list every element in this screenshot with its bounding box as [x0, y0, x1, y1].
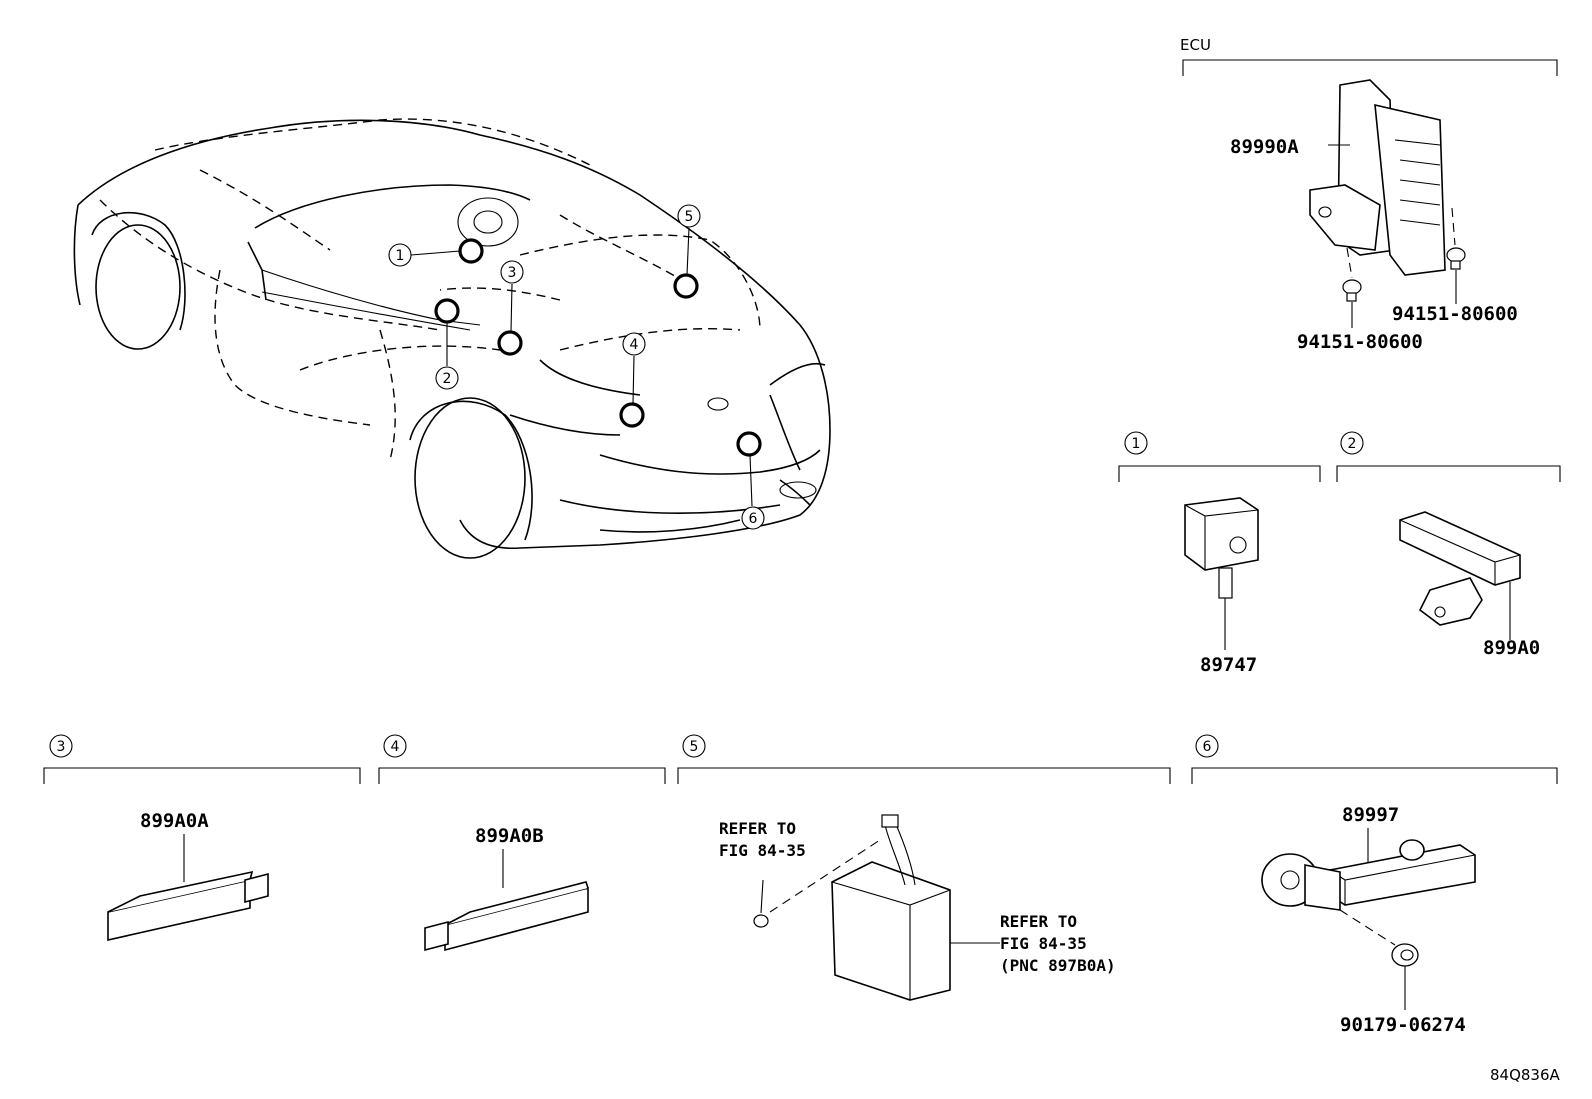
refer-note-2-line-1: REFER TO [1000, 912, 1077, 931]
section-2: 2 899A0 [1336, 431, 1561, 659]
refer-note-2-line-2: FIG 84-35 [1000, 934, 1087, 953]
car-illustration [73, 118, 831, 559]
sensor-89747-drawing [1184, 497, 1259, 599]
svg-text:2: 2 [1348, 436, 1357, 452]
svg-text:6: 6 [749, 511, 758, 527]
bolt-left-part-number: 94151-80600 [1297, 331, 1423, 353]
refer-note-1-line-1: REFER TO [719, 819, 796, 838]
ecu-label: ECU [1180, 36, 1211, 54]
car-callout-4: 4 [622, 332, 646, 356]
part-899A0: 899A0 [1483, 637, 1540, 659]
section-5: 5 REFER TO FIG 84-35 REFER TO FIG 84-35 … [677, 734, 1171, 1001]
bolt-right-icon [1446, 247, 1466, 270]
section-3: 3 899A0A [43, 734, 361, 942]
marker-1 [458, 238, 484, 264]
svg-text:3: 3 [57, 739, 66, 755]
section-4: 4 899A0B [378, 734, 666, 952]
antenna-899A0A-drawing [107, 870, 269, 942]
marker-3 [497, 330, 523, 356]
svg-text:3: 3 [508, 265, 517, 281]
car-callout-leaders [410, 227, 753, 507]
car-callout-6: 6 [741, 506, 765, 530]
refer-note-2-line-3: (PNC 897B0A) [1000, 956, 1116, 975]
part-89747: 89747 [1200, 654, 1257, 676]
ecu-part-number: 89990A [1230, 136, 1299, 158]
svg-text:2: 2 [443, 371, 452, 387]
module-box-drawing [831, 814, 951, 1001]
bolt-left-icon [1342, 279, 1362, 302]
part-90179-06274: 90179-06274 [1340, 1014, 1466, 1036]
car-callout-2: 2 [435, 366, 459, 390]
section-1: 1 89747 [1118, 431, 1321, 676]
antenna-899A0-drawing [1399, 511, 1521, 626]
screw-icon [753, 879, 769, 928]
car-callout-5: 5 [677, 204, 701, 228]
part-899A0B: 899A0B [475, 825, 544, 847]
part-899A0A: 899A0A [140, 810, 209, 832]
svg-text:1: 1 [1132, 436, 1141, 452]
clip-icon [1391, 943, 1419, 967]
antenna-89997-drawing [1261, 839, 1476, 911]
part-89997: 89997 [1342, 804, 1399, 826]
antenna-899A0B-drawing [424, 881, 589, 952]
svg-text:6: 6 [1203, 739, 1212, 755]
marker-2 [434, 298, 460, 324]
refer-note-1-line-2: FIG 84-35 [719, 841, 806, 860]
ecu-group: ECU 89990A 94151-80600 94151-80600 [1180, 36, 1558, 353]
ecu-unit-drawing [1309, 79, 1446, 276]
svg-text:1: 1 [396, 248, 405, 264]
diagram-id: 84Q836A [1490, 1066, 1561, 1084]
marker-6 [736, 431, 762, 457]
marker-5 [673, 273, 699, 299]
svg-text:5: 5 [685, 209, 694, 225]
car-callout-3: 3 [500, 260, 524, 284]
car-callout-1: 1 [388, 243, 412, 267]
car-callouts: 1 2 3 4 5 6 [388, 204, 765, 530]
sensor-markers [434, 238, 762, 457]
svg-text:4: 4 [630, 337, 639, 353]
bolt-right-part-number: 94151-80600 [1392, 303, 1518, 325]
svg-text:4: 4 [391, 739, 400, 755]
section-6: 6 89997 90179-06274 [1191, 734, 1558, 1036]
marker-4 [619, 402, 645, 428]
svg-text:5: 5 [690, 739, 699, 755]
